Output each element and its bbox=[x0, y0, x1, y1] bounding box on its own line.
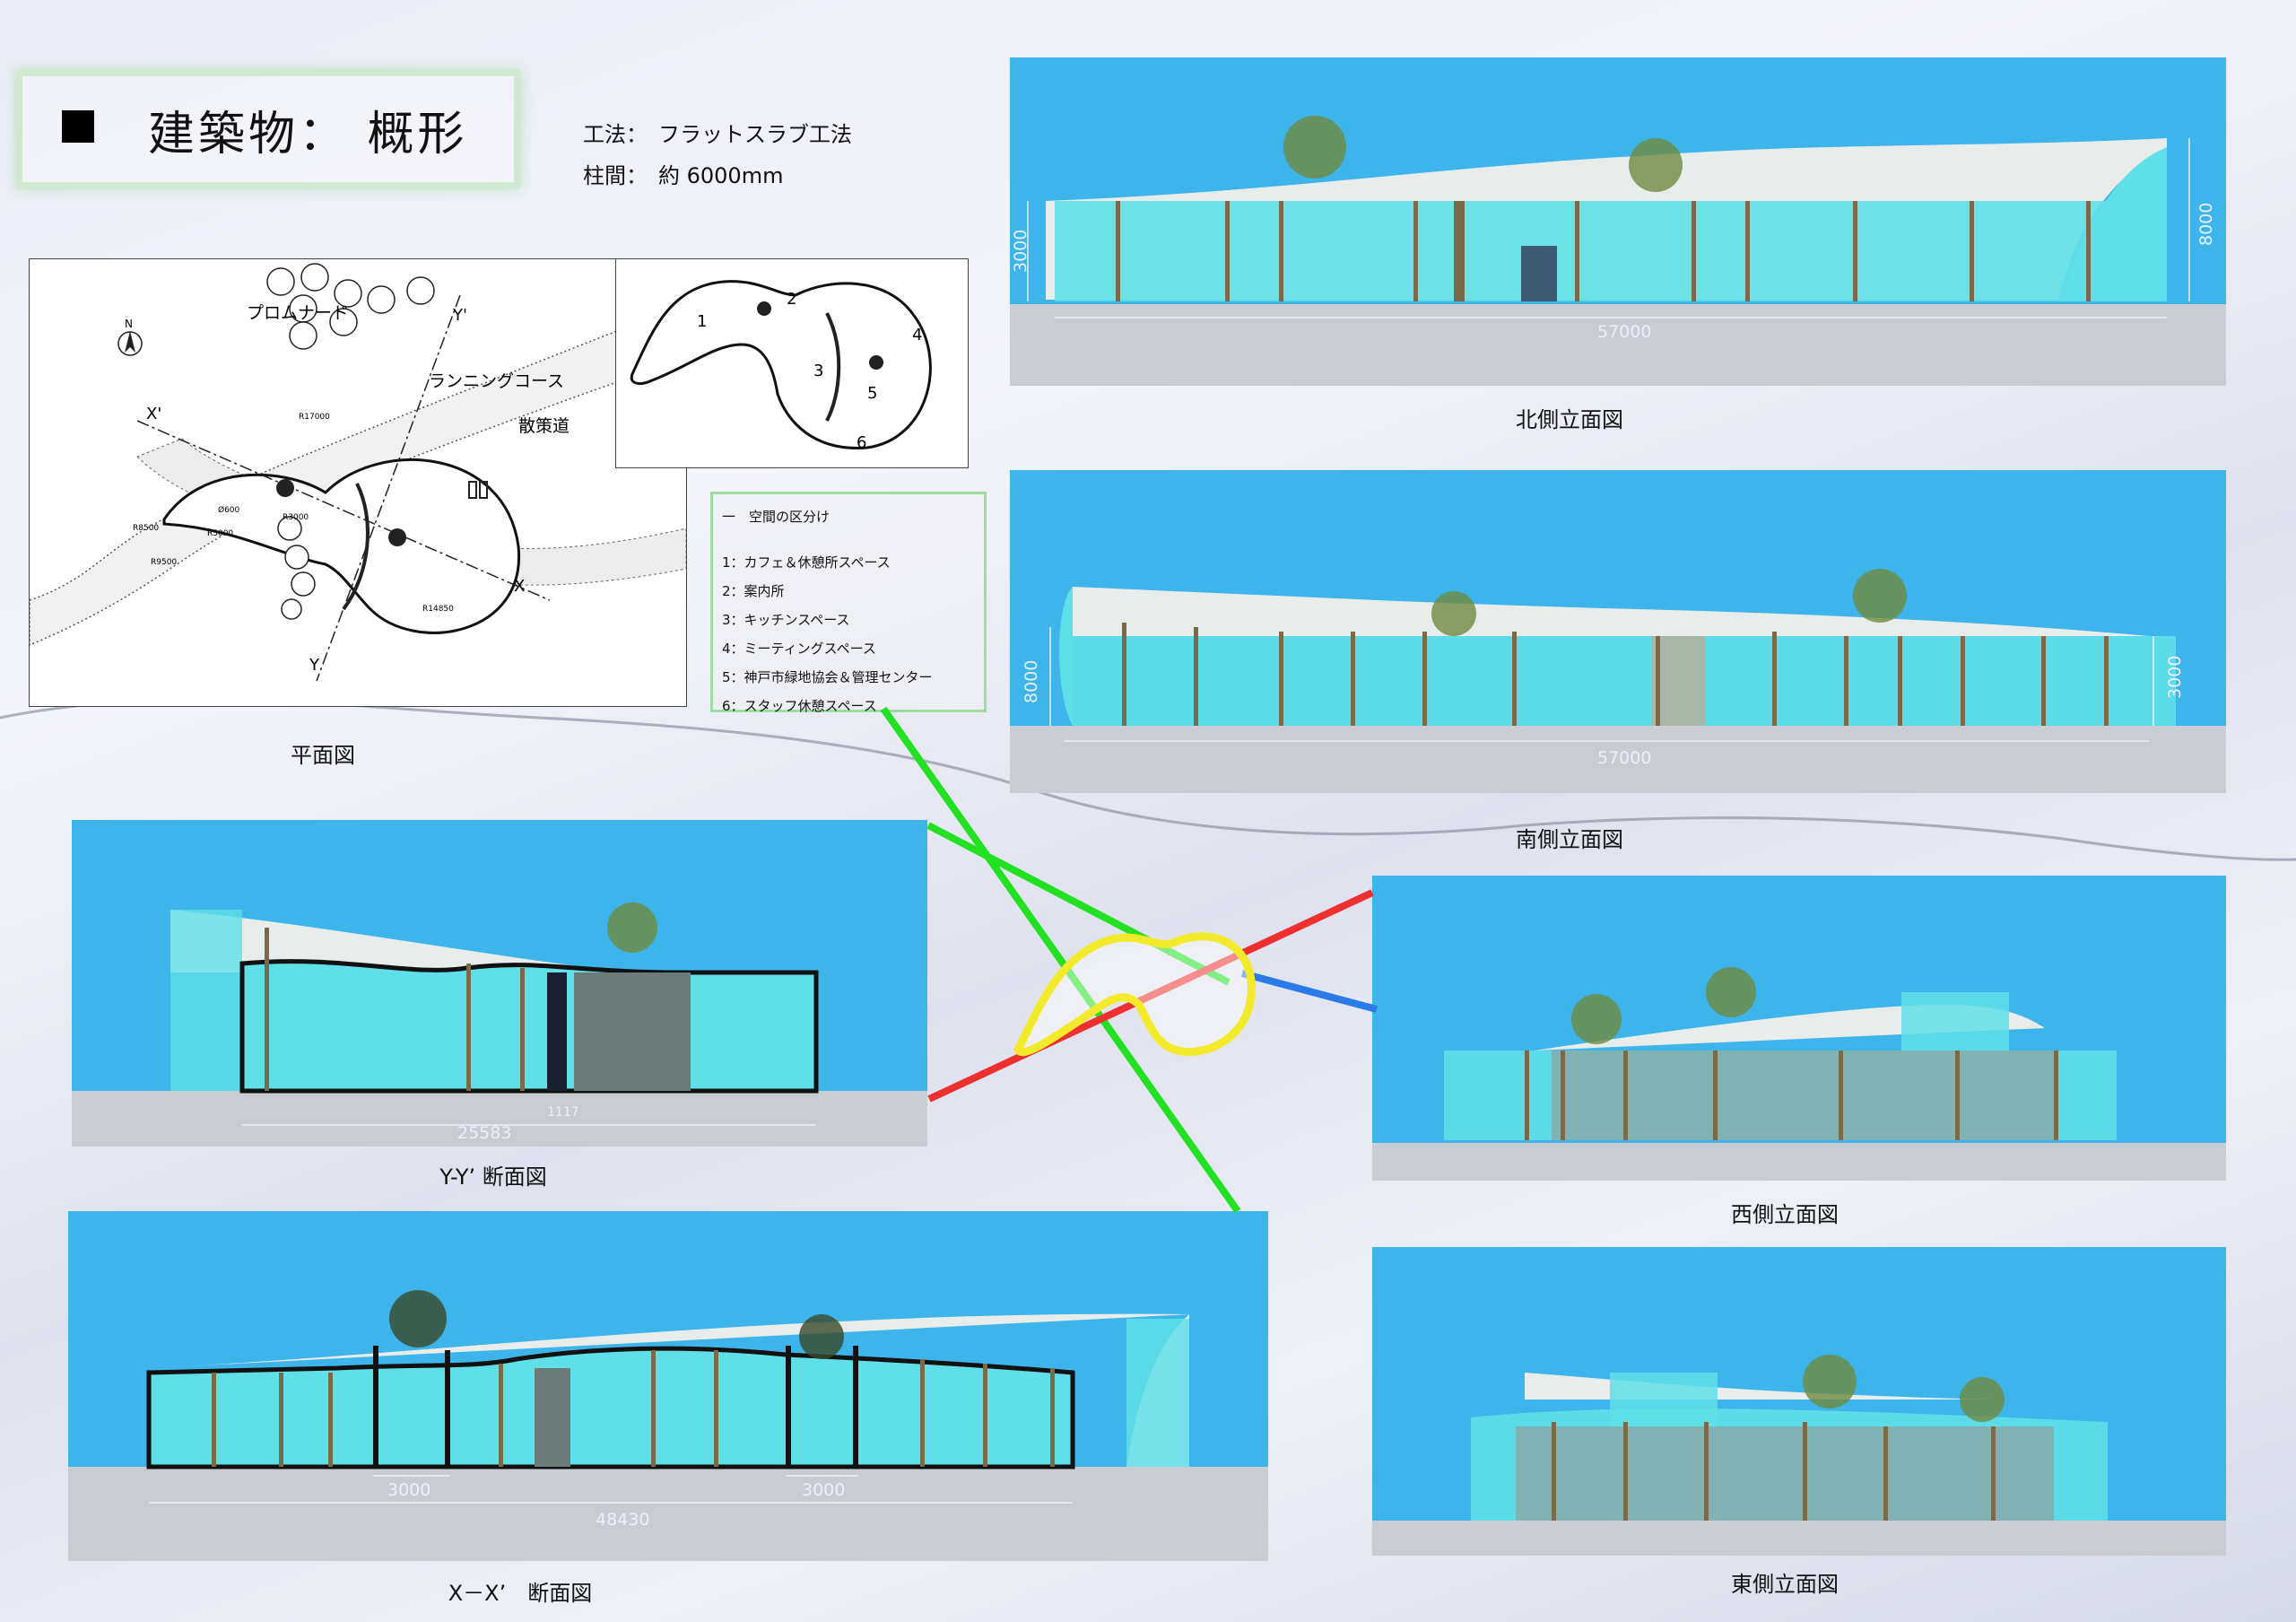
west-elevation-drawing bbox=[1372, 967, 2226, 1181]
xx-dim-1: 3000 bbox=[387, 1480, 430, 1500]
zone-6: 6 bbox=[857, 433, 866, 452]
legend-item-6: 6：スタッフ休憩スペース bbox=[722, 698, 877, 714]
section-line-green bbox=[880, 706, 1241, 1214]
dim-r9500: R9500 bbox=[151, 558, 177, 567]
east-elevation bbox=[1372, 1247, 2226, 1556]
page-title: 建築物： 概形 bbox=[148, 108, 468, 161]
section-y-prime-label: Y' bbox=[452, 306, 467, 325]
dim-diameter: Ø600 bbox=[218, 505, 240, 515]
xx-width-dim: 48430 bbox=[596, 1510, 649, 1530]
section-x-label: X bbox=[514, 577, 525, 596]
site-plan: N プロムナード ランニングコース 散策道 X' X Y' Y R17000 R… bbox=[29, 258, 687, 707]
south-height-left: 8000 bbox=[1022, 660, 1041, 703]
zone-5: 5 bbox=[867, 384, 877, 403]
west-elevation bbox=[1372, 876, 2226, 1181]
section-line-green-2 bbox=[926, 822, 1231, 986]
yy-section-drawing: 25583 1117 bbox=[72, 903, 927, 1147]
legend-item-3: 3：キッチンスペース bbox=[722, 612, 850, 628]
yy-small-dim: 1117 bbox=[547, 1105, 579, 1120]
walking-path-label: 散策道 bbox=[518, 416, 570, 436]
title-bullet bbox=[62, 110, 94, 143]
xx-section-caption: X－X’ 断面図 bbox=[448, 1581, 593, 1606]
title-box: 建築物： 概形 bbox=[16, 70, 520, 188]
running-course-label: ランニングコース bbox=[429, 371, 564, 391]
east-elevation-drawing bbox=[1372, 1355, 2226, 1556]
dim-r8500: R8500 bbox=[133, 524, 159, 533]
west-elevation-caption: 西側立面図 bbox=[1731, 1202, 1839, 1227]
zone-4: 4 bbox=[912, 326, 922, 344]
zone-map-drawing: 1 2 3 4 5 6 bbox=[630, 280, 932, 452]
north-elevation: 57000 3000 8000 bbox=[1010, 57, 2226, 386]
promenade-label: プロムナード bbox=[247, 303, 349, 323]
tree-cluster bbox=[266, 263, 435, 620]
legend-item-4: 4：ミーティングスペース bbox=[722, 641, 876, 657]
south-elevation-drawing: 57000 8000 3000 bbox=[1010, 569, 2226, 793]
zone-map: 1 2 3 4 5 6 bbox=[615, 258, 969, 468]
plan-caption: 平面図 bbox=[291, 743, 355, 768]
spec-span: 柱間： 約 6000mm bbox=[583, 163, 784, 188]
legend-item-1: 1：カフェ＆休憩所スペース bbox=[722, 554, 891, 571]
spec-method: 工法： フラットスラブ工法 bbox=[583, 122, 852, 147]
south-elevation-caption: 南側立面図 bbox=[1516, 827, 1623, 852]
north-elevation-drawing: 57000 3000 8000 bbox=[1010, 116, 2226, 386]
south-height-right: 3000 bbox=[2165, 656, 2185, 699]
yy-section: 25583 1117 bbox=[72, 820, 927, 1147]
section-line-red bbox=[927, 889, 1374, 1103]
north-height-right: 8000 bbox=[2196, 203, 2216, 246]
legend-item-2: 2：案内所 bbox=[722, 583, 785, 599]
north-arrow-icon bbox=[117, 331, 143, 356]
section-line-blue bbox=[1240, 970, 1378, 1013]
legend-heading: 一 空間の区分け bbox=[722, 509, 831, 525]
north-width-dim: 57000 bbox=[1597, 322, 1651, 342]
yy-section-caption: Y-Y’ 断面図 bbox=[439, 1164, 547, 1190]
south-elevation: 57000 8000 3000 bbox=[1010, 470, 2226, 793]
building-footprint-key bbox=[1013, 932, 1256, 1057]
legend-item-5: 5：神戸市緑地協会＆管理センター bbox=[722, 669, 933, 685]
xx-dim-2: 3000 bbox=[802, 1480, 845, 1500]
east-elevation-caption: 東側立面図 bbox=[1731, 1572, 1839, 1597]
xx-section: 3000 3000 48430 bbox=[68, 1211, 1268, 1561]
xx-section-drawing: 3000 3000 48430 bbox=[68, 1290, 1268, 1561]
dim-r5000: R5000 bbox=[207, 529, 233, 538]
dim-r14850: R14850 bbox=[422, 605, 454, 614]
dim-r3000: R3000 bbox=[283, 513, 309, 522]
north-height-left: 3000 bbox=[1011, 230, 1031, 273]
section-y-label: Y bbox=[309, 656, 320, 675]
north-label: N bbox=[125, 318, 133, 330]
north-elevation-caption: 北側立面図 bbox=[1516, 407, 1623, 432]
space-legend: 一 空間の区分け 1：カフェ＆休憩所スペース 2：案内所 3：キッチンスペース … bbox=[710, 492, 987, 714]
zone-1: 1 bbox=[697, 312, 707, 331]
south-width-dim: 57000 bbox=[1597, 748, 1651, 768]
dim-r17000: R17000 bbox=[299, 413, 330, 422]
section-x-prime-label: X' bbox=[146, 405, 161, 423]
zone-2: 2 bbox=[787, 290, 796, 309]
yy-width-dim: 25583 bbox=[457, 1123, 511, 1143]
zone-3: 3 bbox=[813, 362, 823, 380]
